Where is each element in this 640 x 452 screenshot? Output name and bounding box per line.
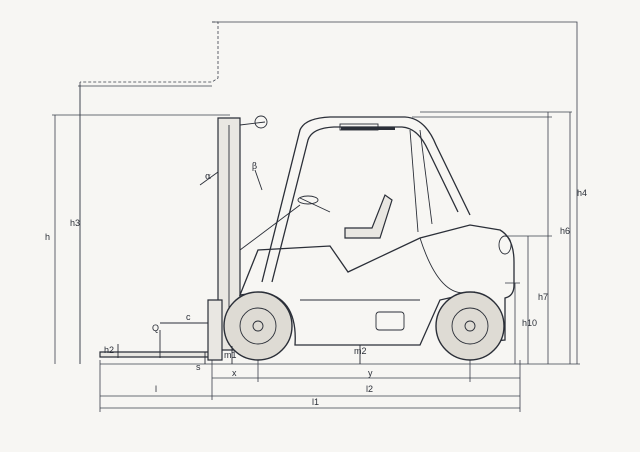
mast-tilt-alpha-line	[199, 171, 219, 186]
rear-wheel-hub	[464, 320, 476, 332]
rear-guard-post	[409, 129, 419, 233]
rear-wheel-rim	[451, 307, 489, 345]
label-c: c	[186, 312, 191, 322]
label-alpha: α	[205, 172, 211, 182]
operator-seat	[344, 194, 393, 239]
label-h6: h6	[560, 226, 570, 236]
label-l: l	[155, 384, 157, 394]
label-h10: h10	[522, 318, 537, 328]
label-l1: l1	[312, 397, 319, 407]
front-wheel-rim	[239, 307, 277, 345]
steering-wheel	[297, 195, 319, 205]
label-m2: m2	[354, 346, 367, 356]
raised-mast-outline	[80, 21, 219, 83]
label-h2: h2	[104, 345, 114, 355]
label-beta: β	[252, 162, 257, 172]
label-q: Q	[152, 323, 159, 333]
label-s: s	[196, 362, 201, 372]
rear-guard-post-2	[419, 129, 433, 225]
label-h7: h7	[538, 292, 548, 302]
front-wheel-hub	[252, 320, 264, 332]
rear-light	[498, 235, 512, 255]
front-wheel	[223, 291, 293, 361]
steering-column	[299, 197, 331, 213]
chain-pulley	[254, 115, 268, 129]
rear-wheel	[435, 291, 505, 361]
overhead-guard	[261, 116, 471, 283]
counterweight-line	[419, 237, 471, 294]
label-h3: h3	[70, 218, 80, 228]
raised-carriage-top	[212, 21, 578, 364]
label-l2: l2	[366, 384, 373, 394]
overhead-guard-inner	[271, 126, 459, 283]
cab-decal-bar	[339, 123, 379, 131]
carriage-plate	[207, 299, 223, 361]
tilt-cylinder	[239, 204, 301, 251]
label-m1: m1	[224, 350, 237, 360]
chassis-outline	[238, 224, 515, 346]
cab-decal: ▬▬▬▬▬▬	[341, 122, 395, 132]
label-h: h	[45, 232, 50, 242]
fuel-hatch	[375, 311, 405, 331]
fork-tines	[99, 351, 216, 358]
label-y: y	[368, 368, 373, 378]
label-h4: h4	[577, 188, 587, 198]
dim-ticks	[99, 360, 521, 412]
label-x: x	[232, 368, 237, 378]
mast-tilt-beta-line	[254, 169, 263, 191]
chain-pulley-area	[239, 121, 266, 126]
